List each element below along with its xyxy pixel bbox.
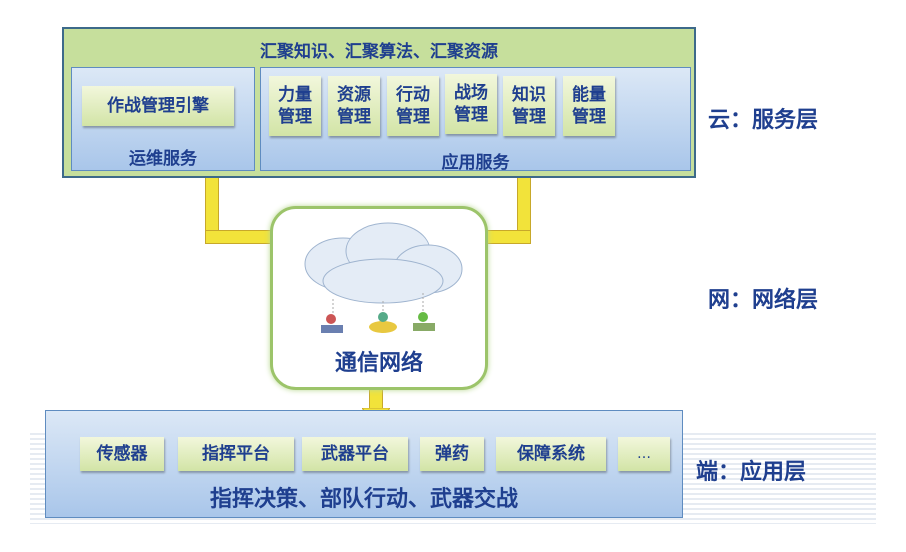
service-layer-box: 汇聚知识、汇聚算法、汇聚资源 作战管理引擎 运维服务 力量 管理 资源 管理 行… bbox=[62, 27, 696, 178]
item-chip: 保障系统 bbox=[496, 437, 606, 471]
cloud-icon bbox=[304, 222, 463, 333]
network-label: 通信网络 bbox=[334, 351, 423, 376]
app-chip: 战场 管理 bbox=[445, 74, 497, 134]
connector-right-h bbox=[484, 230, 531, 244]
more-chip: … bbox=[618, 437, 670, 471]
end-layer-label: 端：应用层 bbox=[696, 460, 807, 485]
ops-service-label: 运维服务 bbox=[129, 149, 197, 169]
app-chip: 知识 管理 bbox=[503, 76, 555, 136]
app-service-box: 力量 管理 资源 管理 行动 管理 战场 管理 知识 管理 能量 管理 应用服务 bbox=[260, 67, 691, 173]
network-box: 通信网络 bbox=[270, 206, 488, 390]
combat-engine-chip: 作战管理引擎 bbox=[82, 86, 234, 126]
item-chip: 传感器 bbox=[80, 437, 164, 471]
application-caption: 指挥决策、部队行动、武器交战 bbox=[209, 487, 518, 512]
item-chip: 弹药 bbox=[420, 437, 484, 471]
item-chip: 武器平台 bbox=[302, 437, 408, 471]
app-chip: 行动 管理 bbox=[387, 76, 439, 136]
net-layer-label: 网：网络层 bbox=[708, 288, 819, 313]
connector-left-h bbox=[205, 230, 275, 244]
app-chip: 力量 管理 bbox=[269, 76, 321, 136]
ops-service-box: 作战管理引擎 运维服务 bbox=[71, 67, 255, 171]
user-icon bbox=[321, 314, 343, 333]
cloud-layer-label: 云：服务层 bbox=[708, 108, 819, 133]
app-chip: 资源 管理 bbox=[328, 76, 380, 136]
app-service-label: 应用服务 bbox=[441, 153, 510, 173]
application-layer-box: 传感器 指挥平台 武器平台 弹药 保障系统 … 指挥决策、部队行动、武器交战 bbox=[45, 410, 683, 518]
item-chip: 指挥平台 bbox=[178, 437, 294, 471]
app-chip: 能量 管理 bbox=[563, 76, 615, 136]
service-title: 汇聚知识、汇聚算法、汇聚资源 bbox=[260, 42, 498, 62]
